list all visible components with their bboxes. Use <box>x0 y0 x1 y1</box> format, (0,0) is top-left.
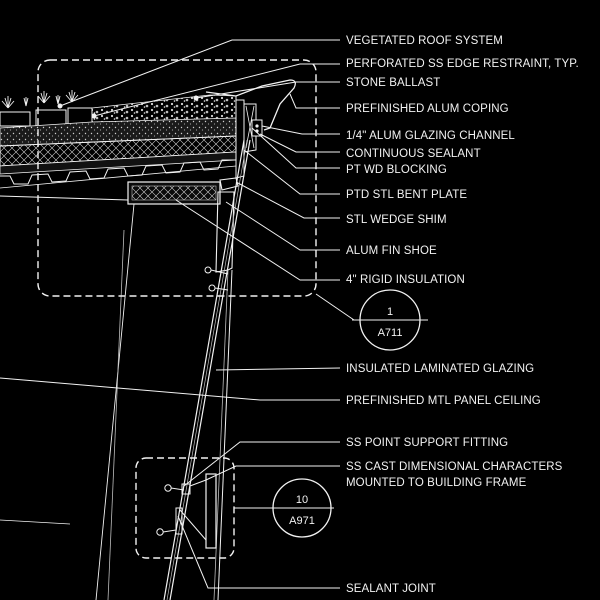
point-support-detail <box>156 473 217 549</box>
glazing-channel <box>251 119 263 137</box>
callout-prefinished-mtl-panel-ceiling: PREFINISHED MTL PANEL CEILING <box>346 395 541 407</box>
detail-tag-10[interactable]: 10 A971 <box>234 478 334 538</box>
callout-mounted-to-building-frame: MOUNTED TO BUILDING FRAME <box>346 477 527 489</box>
detail-1-boundary <box>37 59 317 297</box>
glazing-pane-outer <box>169 139 251 600</box>
callout-sealant-joint: SEALANT JOINT <box>346 583 436 595</box>
roof-assembly <box>0 90 237 205</box>
interior-fin <box>217 269 233 600</box>
callout-insulated-laminated-glazing: INSULATED LAMINATED GLAZING <box>346 363 534 375</box>
metal-deck <box>0 159 236 185</box>
detail-tag-10-sheet: A971 <box>289 515 315 527</box>
callout-alum-glazing-channel: 1/4" ALUM GLAZING CHANNEL <box>346 130 515 142</box>
ceiling-underside <box>0 195 129 204</box>
detail-tag-1-sheet: A711 <box>378 327 403 339</box>
leader-lines <box>0 39 341 589</box>
callout-perforated-ss-edge-restraint: PERFORATED SS EDGE RESTRAINT, TYP. <box>346 58 579 70</box>
point-support-fittings <box>204 266 229 292</box>
callout-ptd-stl-bent-plate: PTD STL BENT PLATE <box>346 189 467 201</box>
vegetation-plants <box>1 90 79 109</box>
callout-vegetated-roof-system: VEGETATED ROOF SYSTEM <box>346 35 503 47</box>
callout-stl-wedge-shim: STL WEDGE SHIM <box>346 214 447 226</box>
bent-plate <box>219 177 239 191</box>
building-frame-plate <box>205 473 217 549</box>
callout-continuous-sealant: CONTINUOUS SEALANT <box>346 148 481 160</box>
detail-tag-1[interactable]: 1 A711 <box>315 289 428 351</box>
callout-stone-ballast: STONE BALLAST <box>346 77 440 89</box>
detail-tag-10-number: 10 <box>296 494 308 506</box>
fin-shoe <box>215 191 235 273</box>
callout-pt-wd-blocking: PT WD BLOCKING <box>346 164 447 176</box>
callout-rigid-insulation: 4" RIGID INSULATION <box>346 274 465 286</box>
callout-labels: VEGETATED ROOF SYSTEM PERFORATED SS EDGE… <box>346 35 579 595</box>
callout-prefinished-alum-coping: PREFINISHED ALUM COPING <box>346 103 509 115</box>
detail-tag-1-number: 1 <box>387 306 393 318</box>
callout-ss-point-support-fitting: SS POINT SUPPORT FITTING <box>346 437 508 449</box>
glazing-pane-inner <box>163 139 245 600</box>
callout-alum-fin-shoe: ALUM FIN SHOE <box>346 245 437 257</box>
callout-ss-cast-dimensional-characters: SS CAST DIMENSIONAL CHARACTERS <box>346 461 563 473</box>
glazing-assembly <box>0 139 251 600</box>
